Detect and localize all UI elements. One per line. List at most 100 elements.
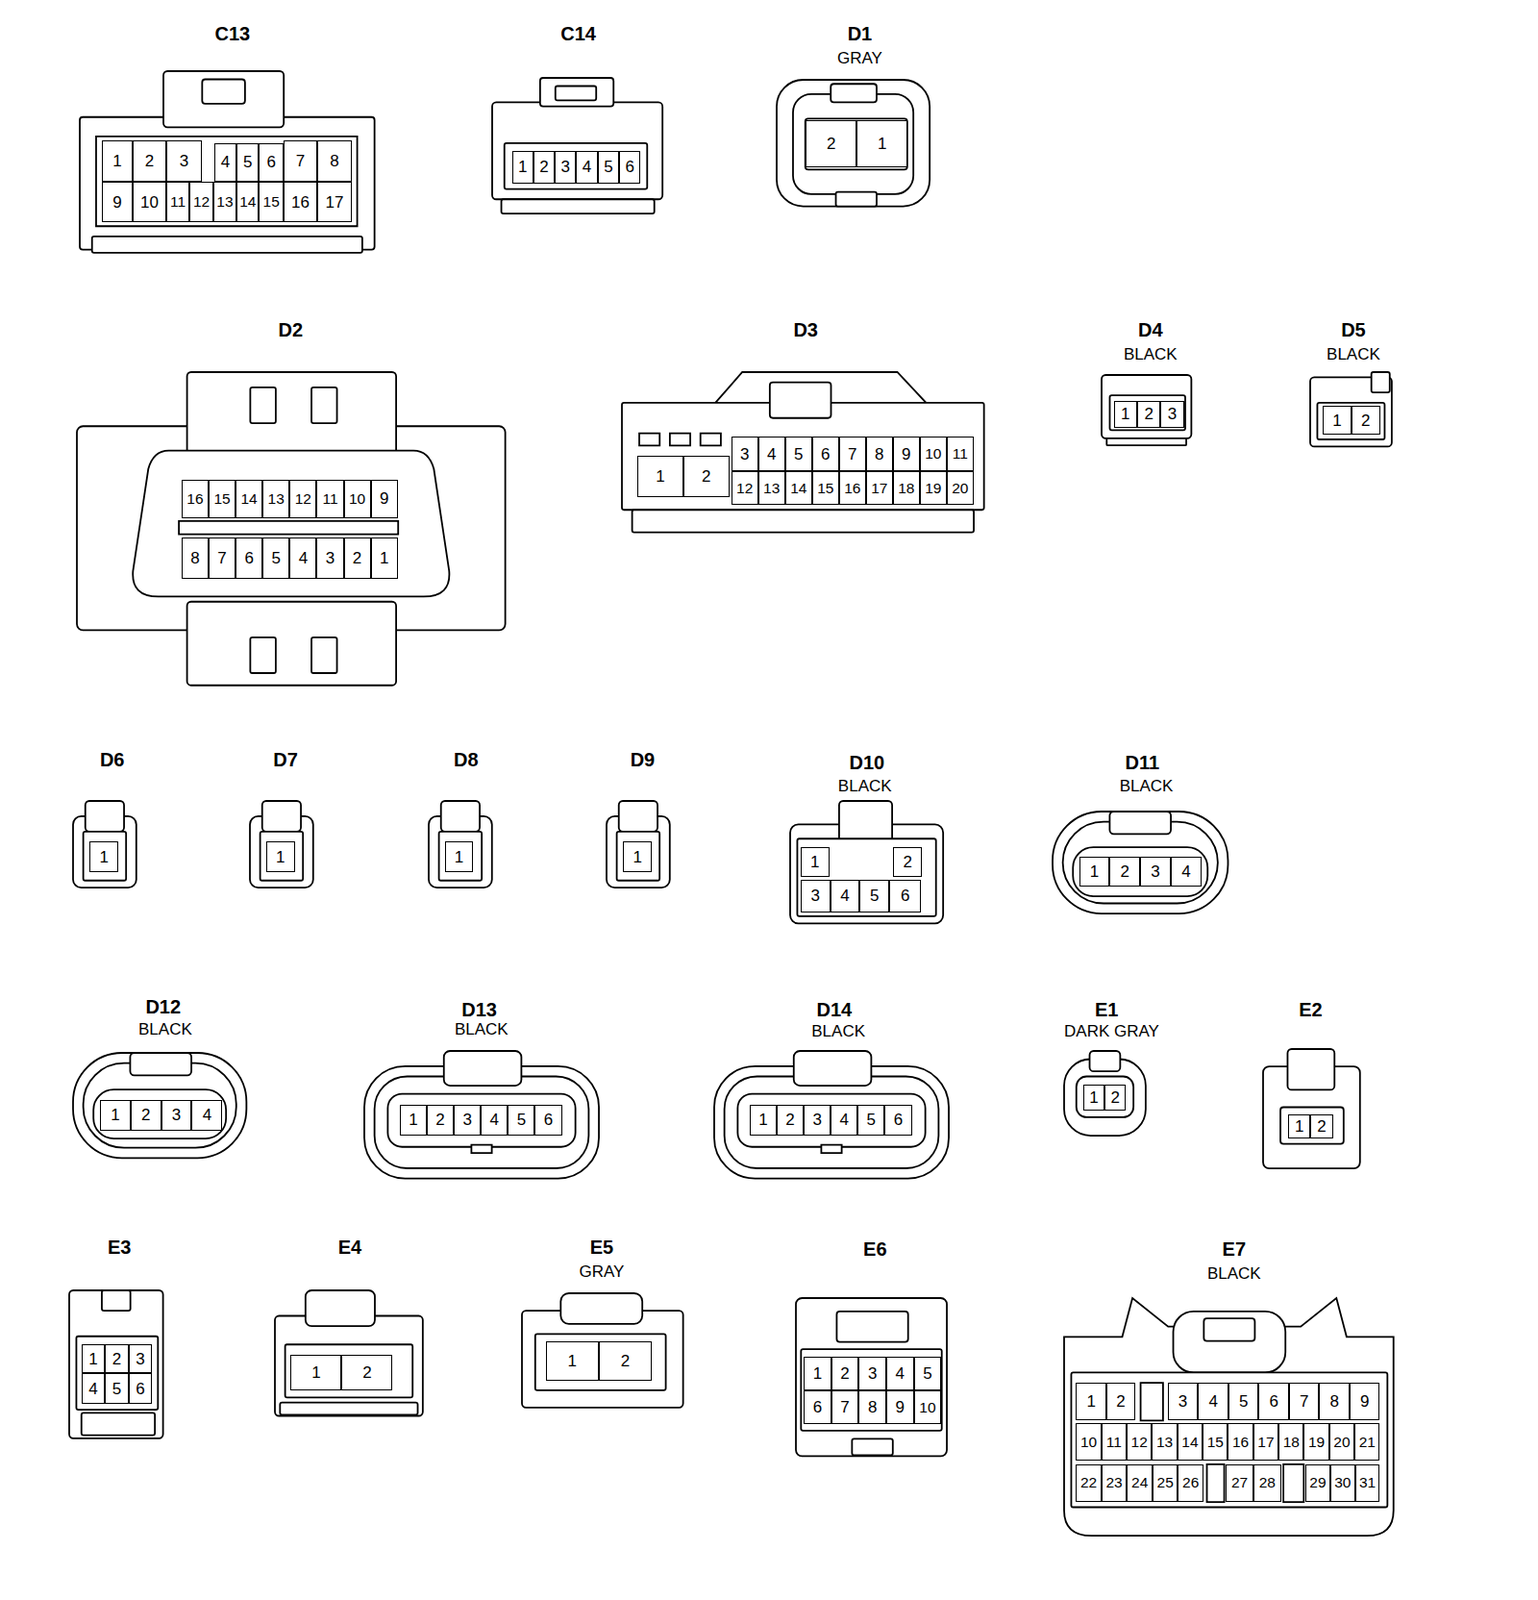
pin-cell: 2 [344, 537, 372, 578]
pin-number: 5 [1239, 1392, 1248, 1410]
housing-line [619, 800, 658, 832]
pin-cell: 15 [1202, 1422, 1228, 1461]
housing-group [428, 800, 493, 888]
housing-line [836, 1310, 908, 1341]
pin-number: 2 [701, 468, 711, 485]
pin-cell: 4 [480, 1104, 508, 1136]
pin-cell: 4 [886, 1356, 915, 1390]
pin-number: 11 [952, 446, 968, 462]
housing-color: BLACK [811, 1021, 866, 1039]
pin-number: 7 [840, 1398, 849, 1415]
pin-number: 5 [603, 158, 613, 175]
housing-group [621, 372, 985, 533]
pin-cell: 3 [1140, 856, 1171, 887]
pin-number: 2 [1120, 863, 1130, 880]
connector-code: C13 [215, 24, 251, 44]
pin-number: 3 [135, 1350, 145, 1367]
connector-code: E7 [1222, 1239, 1246, 1259]
pin-number: 10 [918, 1399, 936, 1415]
pin-number: 20 [1333, 1434, 1350, 1450]
pin-number: 2 [362, 1364, 372, 1381]
housing-line [96, 136, 358, 226]
pin-cell: 5 [859, 879, 890, 913]
pin-number: 12 [193, 194, 210, 210]
pin-number: 9 [1360, 1392, 1369, 1410]
connector-code: D11 [1125, 752, 1161, 772]
housing-line [561, 1292, 644, 1324]
pin-cell: 19 [919, 471, 947, 505]
connector-housing: E1DARK GRAY12 [1064, 1050, 1146, 1136]
pin-cell: 9 [101, 181, 133, 223]
pin-cell: 13 [1151, 1422, 1177, 1461]
pin-number: 4 [840, 1111, 849, 1128]
housing-line [639, 433, 660, 447]
pin-number: 5 [112, 1380, 122, 1397]
pin-number: 12 [295, 491, 312, 507]
housing-color: BLACK [1207, 1265, 1262, 1282]
housing-line [555, 85, 596, 100]
pin-cell: 1 [803, 1356, 832, 1390]
housing-line [797, 838, 937, 917]
pin-number: 4 [490, 1111, 499, 1128]
pin-cell: 2 [1109, 856, 1141, 887]
pin-cell: 18 [893, 471, 920, 505]
pin-number: 1 [1090, 863, 1099, 880]
housing-group [1064, 1297, 1394, 1536]
pin-cell: 1 [99, 1099, 131, 1131]
pin-cell: 23 [1101, 1463, 1128, 1502]
pin-cell: 11 [1101, 1422, 1127, 1461]
housing-line [280, 1402, 419, 1415]
housing-line [186, 372, 397, 454]
pin-cell: 6 [534, 1104, 562, 1136]
pin-number: 17 [1257, 1434, 1274, 1450]
pin-number: 7 [296, 152, 305, 170]
housing-group [249, 800, 314, 888]
pin-cell: 2 [893, 846, 922, 878]
pin-number: 22 [1080, 1474, 1097, 1490]
pin-cell: 12 [289, 479, 317, 519]
pin-number: 2 [1116, 1392, 1125, 1410]
pin-number: 2 [145, 152, 154, 170]
pin-number: 11 [322, 491, 338, 507]
housing-line [440, 800, 479, 832]
pin-number: 15 [1207, 1434, 1224, 1450]
housing-line [132, 450, 449, 597]
pin-cell: 10 [132, 181, 167, 223]
pin-number: 8 [329, 152, 339, 170]
housing-line [1109, 811, 1171, 834]
connector-code: E4 [338, 1237, 362, 1257]
connector-code: D8 [453, 749, 479, 769]
connector-housing: D1GRAY21 [776, 79, 930, 207]
housing-line [800, 1348, 942, 1431]
pin-cell: 3 [1167, 1382, 1199, 1420]
pin-number: 1 [813, 1364, 822, 1382]
pin-number: 2 [352, 549, 362, 567]
pin-cell: 2 [1106, 1382, 1136, 1420]
pin-number: 9 [112, 194, 122, 211]
pin-cell: 12 [731, 471, 759, 505]
pin-number: 31 [1359, 1474, 1376, 1490]
pin-number: 2 [141, 1106, 150, 1123]
pin-number: 1 [112, 152, 122, 170]
housing-line [851, 1438, 893, 1455]
housing-group [1052, 811, 1228, 914]
housing-line [831, 83, 878, 102]
housing-line [438, 831, 482, 881]
connector-code: E5 [590, 1237, 614, 1257]
pin-cell: 18 [1278, 1422, 1304, 1461]
pin-number: 10 [348, 491, 366, 507]
pin-cell: 8 [866, 436, 894, 472]
housing-line [805, 118, 908, 170]
housing-line [793, 1050, 871, 1086]
pin-cell: 2 [104, 1343, 128, 1373]
housing-line [492, 101, 663, 199]
pin-number: 10 [140, 194, 159, 211]
connector-housing: D11BLACK1234 [1052, 811, 1228, 914]
housing-group [790, 800, 943, 923]
pin-cell: 19 [1303, 1422, 1329, 1461]
pin-number: 3 [1150, 863, 1160, 880]
housing-line [311, 387, 338, 423]
housing-line [820, 1143, 842, 1152]
pin-cell: 1 [1114, 400, 1138, 428]
pin-number: 6 [893, 1111, 903, 1128]
